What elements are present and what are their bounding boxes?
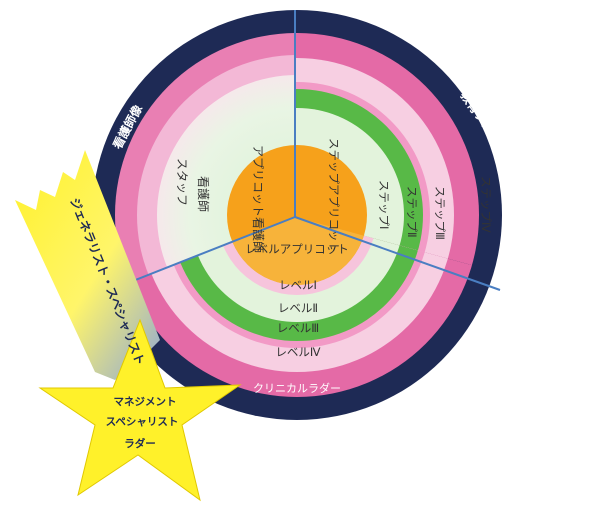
step-3: ステップⅢ (433, 186, 447, 240)
level-1: レベルⅠ (279, 278, 317, 292)
level-3: レベルⅢ (277, 321, 319, 335)
level-apricot: レベルアプリコット (245, 242, 349, 256)
step-1: ステップⅠ (377, 180, 391, 229)
level-2: レベルⅡ (278, 301, 318, 315)
step-4: ステップⅣ (479, 176, 493, 233)
star-line1: マネジメント (114, 396, 177, 408)
comet-tail (15, 150, 160, 380)
bottom-sector (115, 217, 479, 397)
outer-title-bottom: クリニカルラダー (253, 381, 341, 395)
divider-left (109, 216, 296, 291)
center-label: アプリコット看護師 (251, 145, 266, 253)
star-line2: スペシャリスト (106, 416, 179, 428)
divider-right (294, 216, 501, 291)
left-label-line2: 看護師 (196, 176, 211, 212)
step-apricot: ステップアプリコット (327, 138, 341, 253)
step-2: ステップⅡ (405, 186, 419, 238)
star-line3: ラダー (124, 437, 156, 450)
star-shape (38, 318, 242, 502)
left-label-line1: スタッフ (175, 158, 189, 206)
level-4: レベルⅣ (275, 345, 320, 359)
